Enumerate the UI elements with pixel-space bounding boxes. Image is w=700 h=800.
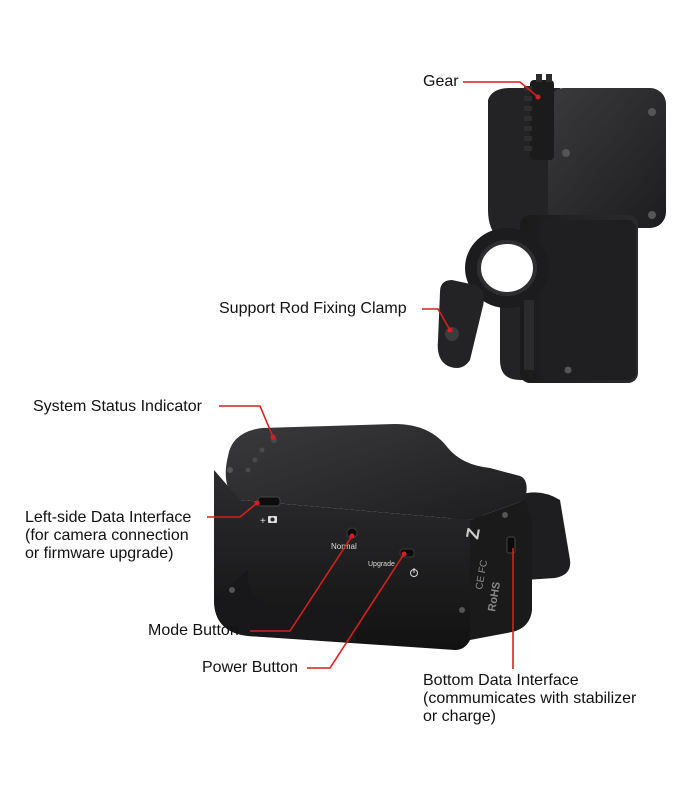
motor-unit-bottom: + Normal Upgrade Z CE FC RoHS [214, 424, 571, 650]
gear-line [463, 81, 539, 98]
motor-unit-top [437, 74, 666, 383]
label-bottom-interface: Bottom Data Interface (commumicates with… [423, 672, 637, 725]
label-power: Power Button [202, 659, 299, 676]
status-line [219, 405, 274, 438]
power-icon [410, 568, 418, 577]
left-interface-line [207, 502, 258, 518]
label-clamp: Support Rod Fixing Clamp [219, 300, 407, 317]
ce-mark: CE FC [474, 559, 490, 590]
normal-mark: Normal [331, 542, 357, 551]
gear [524, 74, 554, 160]
upgrade-mark: Upgrade [368, 561, 395, 568]
callout-lines [207, 81, 539, 669]
clamp-line [422, 308, 451, 331]
label-status: System Status Indicator [33, 398, 202, 415]
label-gear: Gear [423, 73, 459, 90]
mode-line [250, 535, 353, 632]
camera-plus-icon: + [260, 516, 277, 527]
power-line [307, 553, 405, 669]
label-mode: Mode Button [148, 622, 239, 639]
rohs-mark: RoHS [486, 581, 503, 613]
label-left-interface: Left-side Data Interface (for camera con… [25, 509, 192, 562]
svg-text:+: + [260, 516, 266, 527]
svg-text:Z: Z [462, 526, 484, 540]
